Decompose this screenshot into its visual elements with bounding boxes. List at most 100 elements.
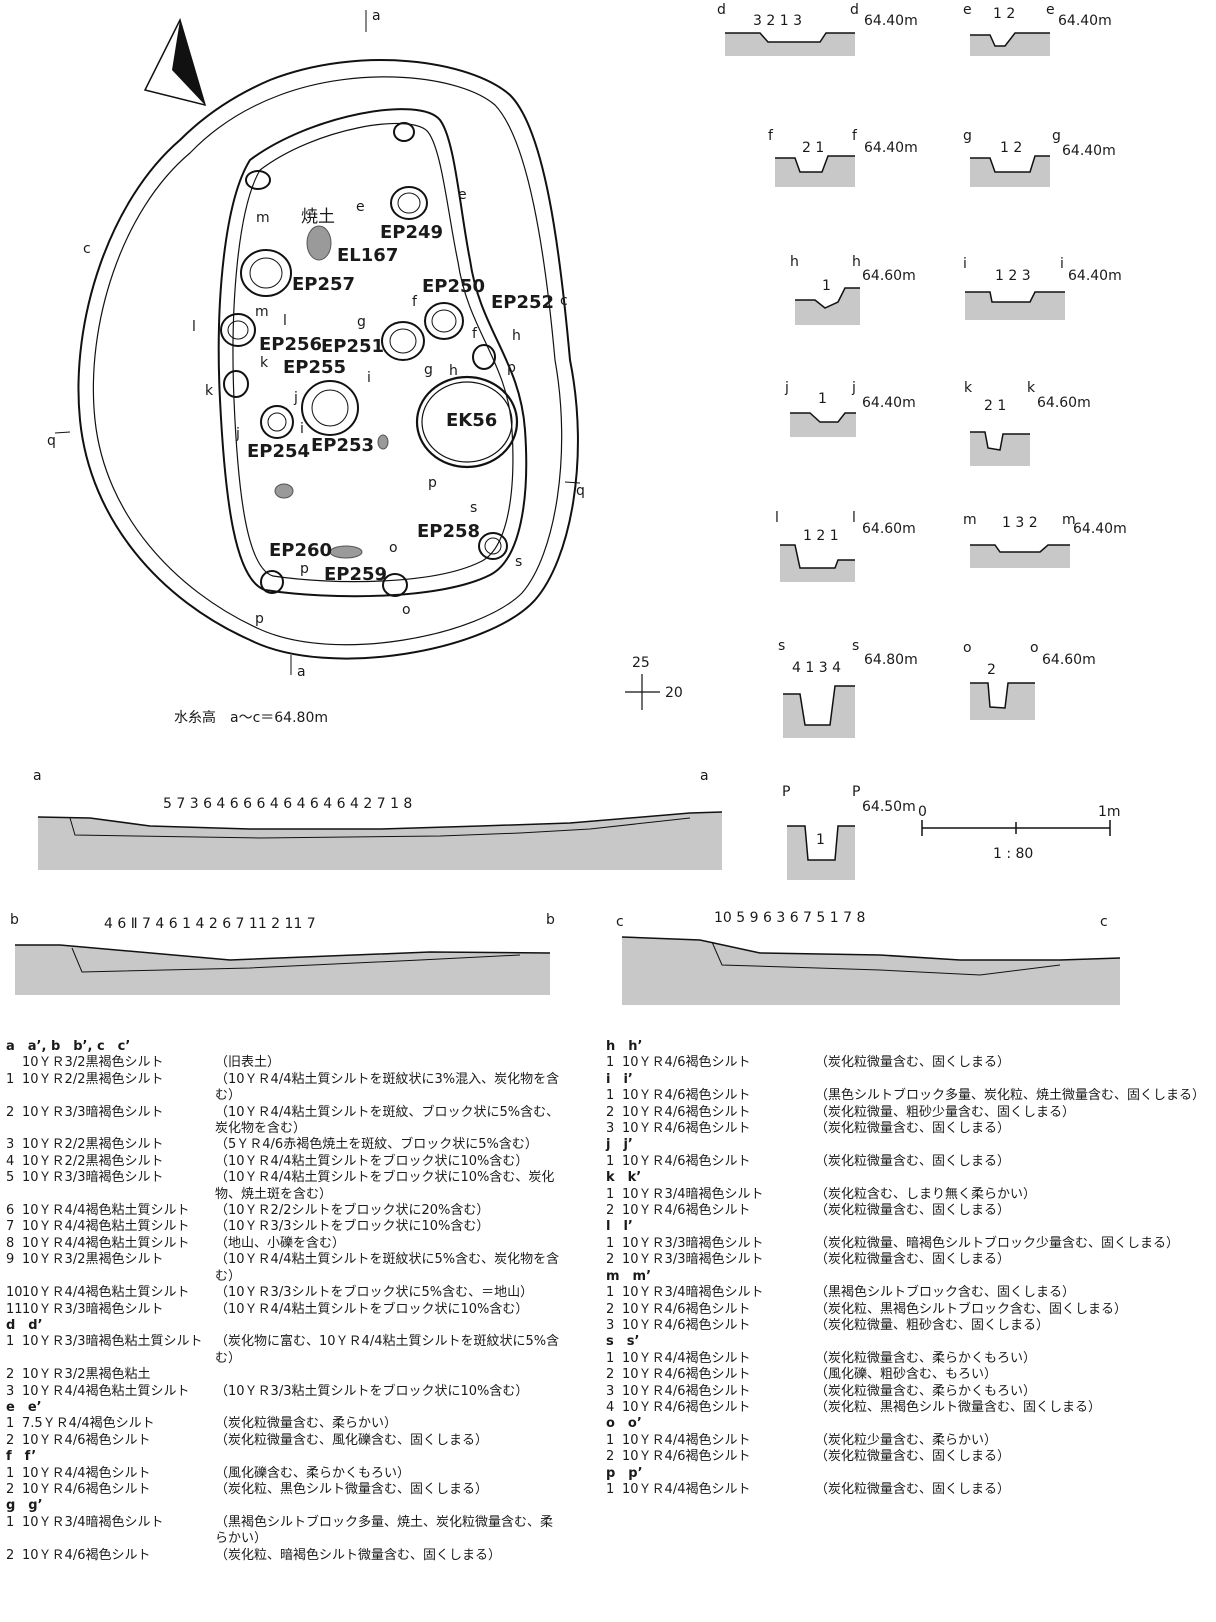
soil-color: 10ＹＲ4/6褐色シルト [622, 1088, 751, 1104]
soil-description: （炭化粒、黒褐色シルト微量含む、固くしまる） [815, 1399, 1102, 1415]
soil-color: 10ＹＲ3/4暗褐色シルト [622, 1285, 764, 1301]
layer-number: 1 [606, 1153, 615, 1169]
svg-text:64.60m: 64.60m [862, 268, 916, 284]
soil-description: （炭化粒微量、暗褐色シルトブロック少量含む、固くしまる） [815, 1235, 1180, 1251]
soil-color: 10ＹＲ3/4暗褐色シルト [22, 1514, 164, 1530]
svg-text:e: e [458, 187, 467, 203]
svg-text:3 2 1 3: 3 2 1 3 [753, 13, 802, 29]
svg-text:q: q [47, 433, 56, 449]
soil-color: 10ＹＲ4/6褐色シルト [622, 1301, 751, 1317]
label-ep252: EP252 [491, 292, 554, 313]
layer-number: 4 [6, 1153, 15, 1169]
soil-color: 10ＹＲ4/6褐色シルト [622, 1153, 751, 1169]
svg-text:i: i [367, 370, 371, 386]
burnt-soil-patches [274, 225, 389, 559]
soil-color: 10ＹＲ4/4褐色シルト [22, 1465, 151, 1481]
layer-number: 1 [606, 1235, 615, 1251]
soil-description: （炭化粒微量含む、固くしまる） [815, 1252, 1011, 1268]
soil-description: （10ＹＲ3/3シルトをブロック状に10%含む） [215, 1219, 490, 1235]
soil-description: （10ＹＲ4/4粘土質シルトをブロック状に10%含む） [215, 1301, 529, 1317]
soil-color: 10ＹＲ4/6褐色シルト [22, 1432, 151, 1448]
svg-text:4 6 Ⅱ 7 4 6 1 4 2 6: 4 6 Ⅱ 7 4 6 1 4 2 6 7 11 2 11 7 [104, 916, 316, 932]
svg-text:d: d [850, 2, 859, 18]
layer-number: 2 [6, 1432, 15, 1448]
svg-text:f: f [412, 294, 418, 310]
label-ep260: EP260 [269, 540, 332, 561]
svg-text:j: j [851, 380, 856, 396]
soil-description: （10ＹＲ4/4粘土質シルトを斑紋、ブロック状に5%含む、炭化物を含む） [215, 1104, 560, 1137]
soil-color: 10ＹＲ4/4褐色シルト [622, 1350, 751, 1366]
svg-text:64.40m: 64.40m [1062, 143, 1116, 159]
layer-number: 10 [6, 1285, 23, 1301]
svg-text:c: c [1100, 914, 1108, 930]
svg-text:s: s [778, 638, 785, 654]
soil-color: 10ＹＲ4/6褐色シルト [622, 1383, 751, 1399]
soil-description: （10ＹＲ4/4粘土質シルトを斑紋状に3%混入、炭化物を含む） [215, 1071, 560, 1104]
svg-text:h: h [512, 328, 521, 344]
pit-plan [77, 59, 579, 660]
soil-description: （炭化粒微量含む、固くしまる） [815, 1203, 1011, 1219]
svg-text:1 3 2: 1 3 2 [1002, 515, 1038, 531]
svg-text:k: k [260, 355, 269, 371]
label-ep253: EP253 [311, 435, 374, 456]
soil-color: 10ＹＲ3/3暗褐色シルト [22, 1301, 164, 1317]
layer-number: 3 [606, 1383, 615, 1399]
soil-description: （風化礫、粗砂含む、もろい） [815, 1367, 998, 1383]
layer-number: 2 [606, 1367, 615, 1383]
svg-text:m: m [1062, 512, 1076, 528]
svg-text:l: l [283, 313, 287, 329]
svg-text:1 2: 1 2 [1000, 140, 1022, 156]
svg-text:64.60m: 64.60m [1037, 395, 1091, 411]
soil-color: 10ＹＲ3/2黒褐色粘土 [22, 1367, 151, 1383]
svg-text:g: g [963, 128, 972, 144]
layer-number: 2 [6, 1481, 15, 1497]
svg-text:e: e [1046, 2, 1055, 18]
layer-number: 7 [6, 1219, 15, 1235]
svg-text:P: P [782, 784, 790, 800]
svg-text:a: a [372, 8, 381, 24]
svg-text:c: c [616, 914, 624, 930]
section-h: h h 64.60m 1 [790, 254, 916, 325]
svg-text:p: p [428, 475, 437, 491]
legend-row: 10ＹＲ3/2黒褐色シルト（旧表土） [6, 1055, 565, 1071]
svg-text:h: h [449, 363, 458, 379]
svg-text:k: k [1027, 380, 1036, 396]
svg-text:k: k [964, 380, 973, 396]
svg-text:c: c [83, 241, 91, 257]
label-ep258: EP258 [417, 521, 480, 542]
soil-color: 10ＹＲ3/3暗褐色シルト [622, 1252, 764, 1268]
layer-number: 1 [6, 1465, 15, 1481]
section-j: j j 64.40m 1 [784, 380, 916, 437]
soil-description: （旧表土） [215, 1055, 281, 1071]
svg-text:s: s [470, 500, 477, 516]
svg-text:e: e [356, 199, 365, 215]
legend-group-title: e e’ [6, 1399, 42, 1415]
svg-text:b: b [10, 912, 19, 928]
svg-text:f: f [768, 128, 774, 144]
layer-number: 8 [6, 1235, 15, 1251]
label-yakido: 焼土 [301, 207, 335, 227]
section-c: c c 10 5 9 6 3 6 7 5 1 7 8 [616, 910, 1121, 1005]
svg-text:j: j [293, 390, 298, 406]
soil-color: 10ＹＲ4/4褐色シルト [622, 1481, 751, 1497]
label-ek56: EK56 [446, 410, 497, 431]
svg-text:q: q [576, 483, 585, 499]
layer-number [6, 1055, 22, 1071]
svg-text:64.40m: 64.40m [1068, 268, 1122, 284]
soil-color: 10ＹＲ4/6褐色シルト [622, 1317, 751, 1333]
soil-description: （炭化粒微量、粗砂少量含む、固くしまる） [815, 1104, 1076, 1120]
layer-number: 2 [6, 1547, 15, 1563]
